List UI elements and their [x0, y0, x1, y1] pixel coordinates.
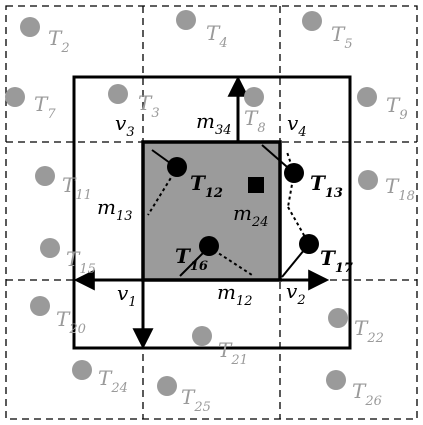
gray-circle-icon [244, 87, 264, 107]
shaded-cell [141, 140, 282, 282]
gray-circle-icon [157, 376, 177, 396]
link-t13 [286, 151, 295, 174]
gray-circle-icon [357, 87, 377, 107]
label-v4: v4 [287, 111, 307, 140]
gray-circle-icon [20, 17, 40, 37]
label-v2: v2 [286, 279, 306, 308]
label-m24: m24 [233, 201, 269, 230]
gray-circle-icon [302, 11, 322, 31]
label-v1: v1 [117, 281, 137, 310]
gray-circle-icon [35, 166, 55, 186]
label-t2: T2 [48, 26, 70, 56]
label-t15: T15 [66, 247, 96, 277]
label-t4: T4 [206, 21, 228, 51]
label-t7: T7 [34, 92, 56, 122]
label-t5: T5 [331, 22, 353, 52]
gray-circle-icon [358, 170, 378, 190]
gray-targets [5, 10, 378, 396]
gray-labels: T2 T4 T5 T7 T3 T8 T9 T11 T18 T15 T20 T22… [34, 21, 415, 415]
gray-circle-icon [192, 326, 212, 346]
gray-circle-icon [40, 238, 60, 258]
label-t8: T8 [244, 106, 266, 136]
label-t25: T25 [181, 385, 211, 415]
label-t9: T9 [386, 93, 408, 123]
label-t24: T24 [98, 366, 128, 396]
gray-circle-icon [5, 87, 25, 107]
black-circle-icon [167, 157, 187, 177]
label-t12: T12 [190, 171, 223, 201]
black-labels: T12 T13 T16 T17 v1 v2 v3 v4 m12 m13 m24 … [97, 109, 353, 310]
gray-circle-icon [326, 370, 346, 390]
label-t17: T17 [320, 246, 353, 276]
label-m13: m13 [97, 195, 133, 224]
label-t22: T22 [354, 316, 384, 346]
outer-solid-rect [72, 75, 352, 350]
link-m24-b [287, 206, 310, 245]
gray-circle-icon [72, 360, 92, 380]
label-t16: T16 [175, 244, 208, 274]
label-t18: T18 [385, 174, 415, 204]
label-m12: m12 [217, 280, 253, 309]
arrows [73, 75, 330, 350]
black-circle-icon [299, 234, 319, 254]
label-t3: T3 [138, 91, 160, 121]
label-t21: T21 [218, 338, 248, 368]
label-m34: m34 [196, 109, 232, 138]
label-t13: T13 [310, 171, 343, 201]
black-circle-icon [284, 163, 304, 183]
gray-circle-icon [108, 84, 128, 104]
gray-circle-icon [328, 308, 348, 328]
label-v3: v3 [115, 111, 135, 140]
label-t26: T26 [352, 379, 382, 409]
gray-circle-icon [30, 296, 50, 316]
black-targets [167, 157, 319, 256]
label-t20: T20 [56, 307, 86, 337]
label-t11: T11 [62, 173, 92, 203]
black-circle-icon [199, 236, 219, 256]
gray-circle-icon [176, 10, 196, 30]
grid-border [5, 5, 418, 420]
black-square-icon [248, 177, 264, 193]
